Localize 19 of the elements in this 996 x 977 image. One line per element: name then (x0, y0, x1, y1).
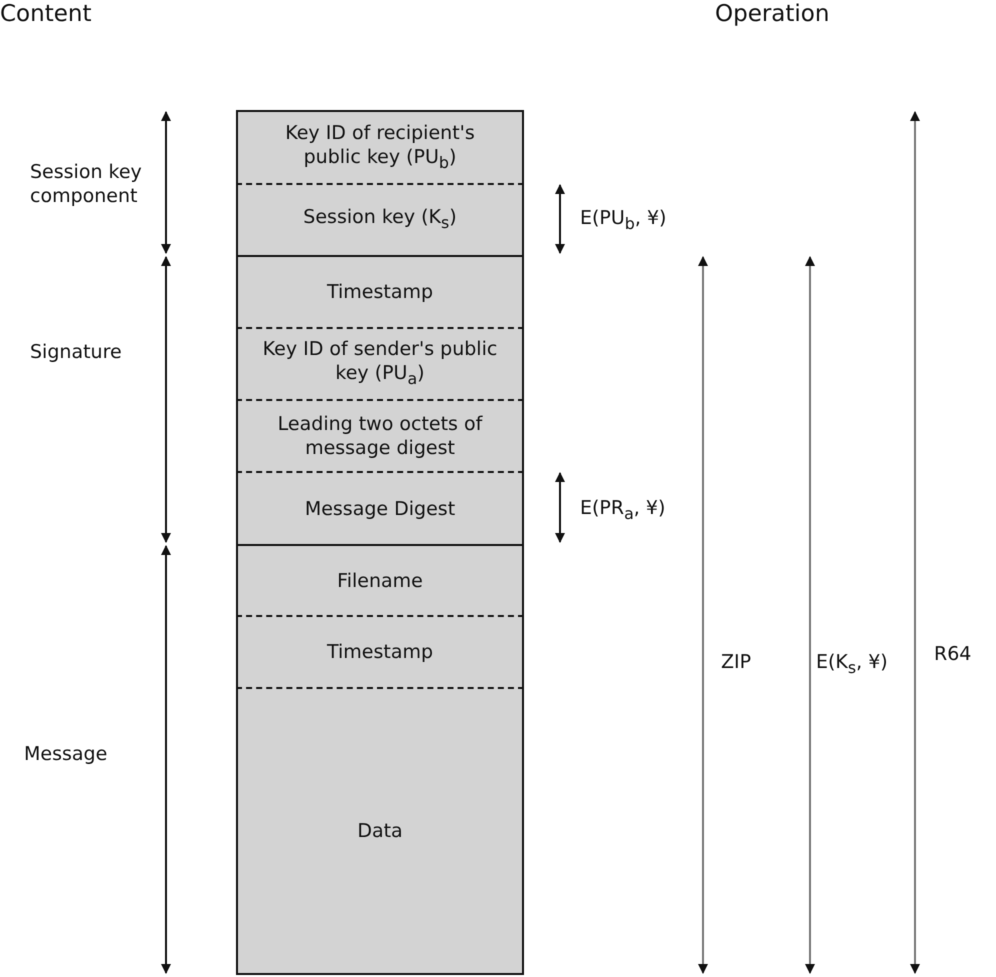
operation-label: R64 (934, 642, 972, 666)
message-field: Session key (K$_{s}$) (236, 183, 524, 255)
message-field: Timestamp (236, 255, 524, 327)
message-field: Key ID of recipient's public key (PU$_{b}$) (236, 110, 524, 183)
operation-label: E(K$_{s}$, ¥) (816, 650, 888, 679)
heading: Content (0, 2, 92, 26)
message-field: Leading two octets of message digest (236, 399, 524, 471)
message-field: Data (236, 687, 524, 975)
operation-label: ZIP (721, 650, 752, 674)
message-field: Key ID of sender's public key (PU$_{a}$) (236, 327, 524, 399)
message-field: Timestamp (236, 615, 524, 687)
message-field: Message Digest (236, 471, 524, 544)
heading: Operation (715, 2, 830, 26)
section-label: Session key component (30, 160, 143, 208)
section-label: Signature (30, 340, 122, 364)
operation-label: E(PR$_{a}$, ¥) (580, 496, 666, 525)
operation-label: E(PU$_{b}$, ¥) (580, 206, 666, 235)
section-label: Message (24, 742, 108, 766)
message-field: Filename (236, 544, 524, 615)
